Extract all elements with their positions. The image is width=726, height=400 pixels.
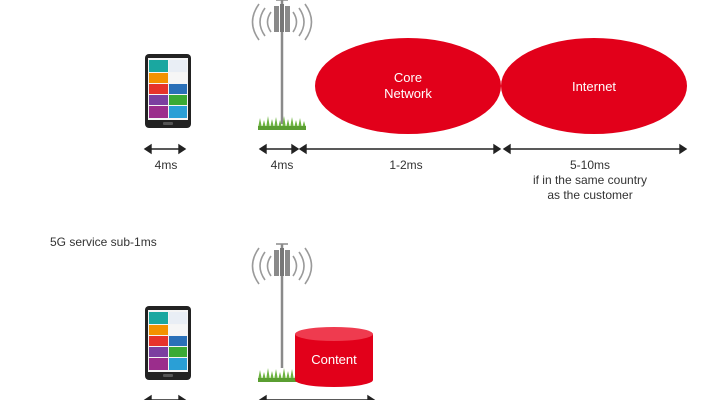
latency-arrow-device-bottom	[143, 394, 187, 400]
core-network-label: Core Network	[358, 70, 458, 102]
internet-ellipse	[501, 38, 687, 134]
latency-arrow-internet	[502, 143, 688, 155]
latency-arrow-core	[298, 143, 502, 155]
phone-icon	[145, 306, 191, 380]
latency-arrow-device	[143, 143, 187, 155]
content-label: Content	[311, 352, 357, 367]
latency-arrow-tower	[258, 143, 300, 155]
core-network-ellipse	[315, 38, 501, 134]
latency-internet-line3: as the customer	[547, 188, 633, 202]
core-network-label-line2: Network	[384, 86, 432, 101]
latency-internet-label: 5-10ms if in the same country as the cus…	[500, 158, 680, 203]
latency-device-label: 4ms	[154, 158, 178, 172]
latency-core-label: 1-2ms	[389, 158, 423, 172]
bottom-caption: 5G service sub-1ms	[50, 235, 157, 249]
latency-internet-line1: 5-10ms	[569, 158, 610, 172]
phone-icon	[145, 54, 191, 128]
internet-label: Internet	[571, 79, 617, 94]
latency-arrow-content-bottom	[258, 394, 376, 400]
core-network-label-line1: Core	[393, 70, 423, 85]
database-icon	[295, 327, 373, 387]
cell-tower-icon	[251, 0, 313, 126]
bottom-row	[143, 242, 376, 400]
latency-internet-line2: if in the same country	[532, 173, 648, 187]
top-row	[143, 0, 688, 155]
latency-tower-label: 4ms	[270, 158, 294, 172]
